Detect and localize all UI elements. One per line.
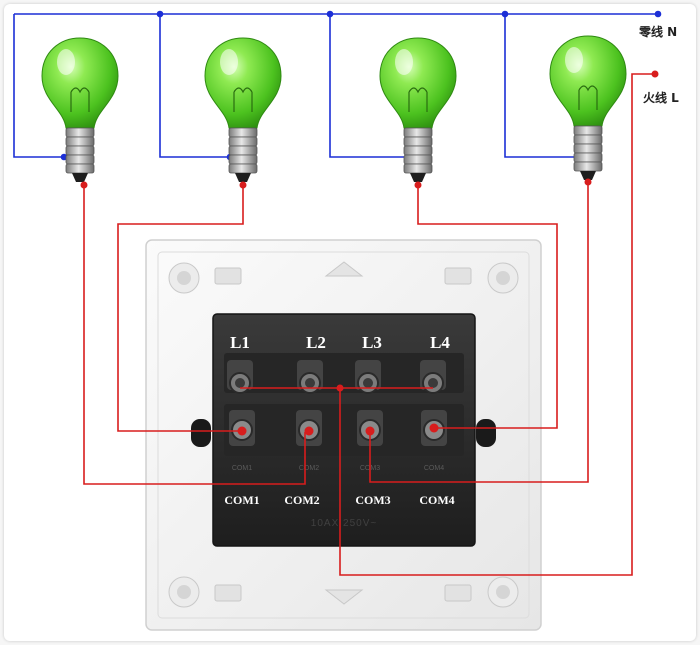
- terminal-l1-screw: [227, 360, 253, 394]
- bulb-glass: [204, 37, 282, 129]
- light-bulb: [41, 37, 119, 182]
- terminal-label-l4: L4: [430, 333, 450, 352]
- bulb-highlight: [220, 49, 238, 75]
- terminal-l3-screw: [355, 360, 381, 394]
- plate-slot: [214, 584, 242, 602]
- terminal-label-com4: COM4: [419, 493, 454, 507]
- bulb-glass: [379, 37, 457, 129]
- terminal-label-com1: COM1: [224, 493, 259, 507]
- terminal-label-l3: L3: [362, 333, 382, 352]
- side-screw-slot: [191, 419, 211, 447]
- neutral-wire-label: 零线 N: [638, 24, 677, 39]
- bulb-highlight: [57, 49, 75, 75]
- terminal-l4-screw: [420, 360, 446, 394]
- bulb-base: [228, 127, 258, 182]
- switch-rating: 10AX 250V~: [311, 518, 377, 529]
- bulb-filament: [233, 87, 253, 112]
- light-bulb: [379, 37, 457, 182]
- light-bulb: [549, 35, 627, 180]
- molded-mark: COM1: [232, 465, 252, 472]
- bulb-highlight: [565, 47, 583, 73]
- bulb-glass: [549, 35, 627, 127]
- live-wire-label: 火线 L: [643, 90, 679, 105]
- bulb-base: [65, 127, 95, 182]
- terminal-label-com3: COM3: [355, 493, 390, 507]
- bulb-highlight: [395, 49, 413, 75]
- side-screw-slot: [476, 419, 496, 447]
- plate-slot: [444, 584, 472, 602]
- plate-clip: [324, 589, 364, 605]
- plate-clip: [324, 261, 364, 277]
- mounting-hole-bottom-left: [168, 576, 200, 608]
- bulb-glass: [41, 37, 119, 129]
- bulb-base: [573, 125, 603, 180]
- live-wire: [83, 73, 655, 576]
- live-junctions: [80, 70, 659, 436]
- plate-slot: [444, 267, 472, 285]
- molded-mark: COM2: [299, 465, 319, 472]
- mounting-hole-top-right: [487, 262, 519, 294]
- bulbs: [41, 35, 627, 182]
- terminal-label-l2: L2: [306, 333, 326, 352]
- terminal-module: [212, 313, 476, 547]
- bulb-filament: [578, 85, 598, 110]
- plate-slot: [214, 267, 242, 285]
- light-bulb: [204, 37, 282, 182]
- neutral-wire: [13, 13, 658, 158]
- molded-mark: COM4: [424, 465, 444, 472]
- mounting-hole-top-left: [168, 262, 200, 294]
- bulb-filament: [70, 87, 90, 112]
- mounting-hole-bottom-right: [487, 576, 519, 608]
- bulb-filament: [408, 87, 428, 112]
- bulb-base: [403, 127, 433, 182]
- terminal-label-com2: COM2: [284, 493, 319, 507]
- terminal-label-l1: L1: [230, 333, 250, 352]
